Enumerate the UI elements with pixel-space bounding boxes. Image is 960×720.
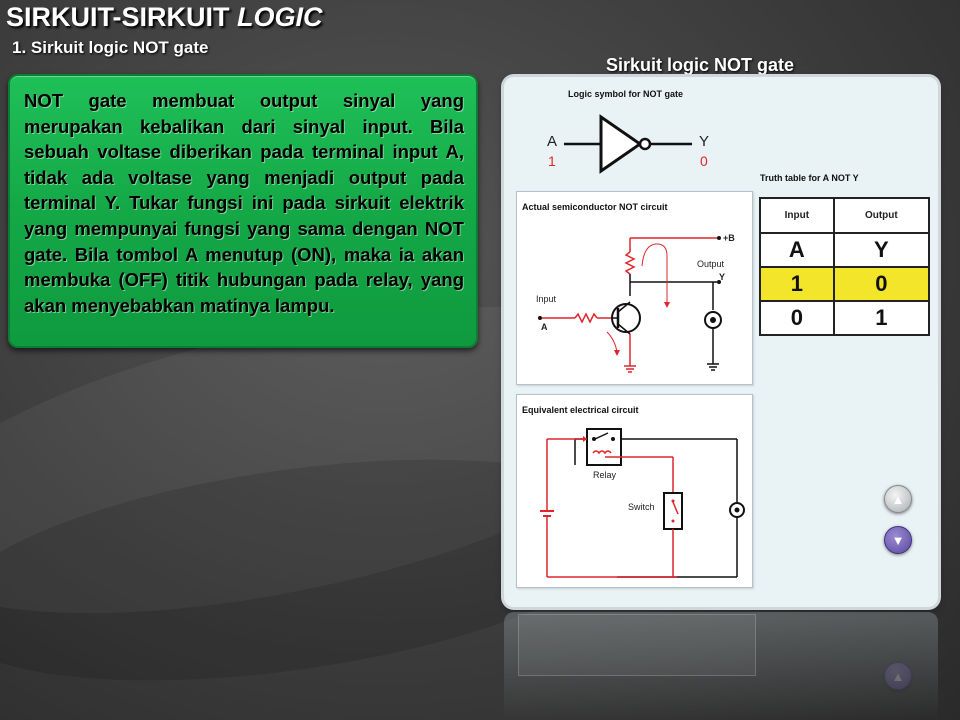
- logic-symbol-title: Logic symbol for NOT gate: [568, 89, 684, 99]
- slide-title-main: SIRKUIT-SIRKUIT: [6, 2, 238, 32]
- truth-table-title: Truth table for A NOT Y: [760, 173, 859, 183]
- switch-icon: [663, 492, 683, 530]
- slide-subtitle: 1. Sirkuit logic NOT gate: [12, 38, 209, 57]
- not-gate-bubble: [638, 137, 652, 151]
- description-box: NOT gate membuat output sinyal yang meru…: [8, 74, 478, 348]
- equivalent-title: Equivalent electrical circuit: [522, 405, 639, 415]
- output-text-label: Output: [697, 259, 725, 269]
- semiconductor-circuit-diagram: [538, 236, 722, 373]
- semiconductor-circuit-box: Actual semiconductor NOT circuit +B Outp…: [516, 191, 753, 385]
- reflection-ghost-box: [518, 614, 756, 676]
- truth-cell: 0: [759, 300, 835, 336]
- slide-title: SIRKUIT-SIRKUIT LOGIC: [6, 2, 323, 33]
- equivalent-circuit-box: Equivalent electrical circuit Relay Swit…: [516, 394, 753, 588]
- truth-row-highlighted: 1 0: [759, 266, 931, 302]
- panel-reflection: ▲: [504, 612, 938, 720]
- switch-label: Switch: [628, 502, 655, 512]
- not-gate-figure-panel: Logic symbol for NOT gate A 1 Y 0 Truth …: [504, 77, 938, 607]
- logic-output-value: 0: [700, 153, 708, 169]
- truth-cell: 0: [832, 266, 931, 302]
- input-text-label: Input: [536, 294, 557, 304]
- logic-symbol-diagram: [564, 114, 692, 174]
- truth-subheader-a: A: [759, 232, 835, 268]
- input-terminal-label: A: [541, 322, 548, 332]
- input-resistor-icon: [574, 312, 598, 324]
- output-terminal-label: Y: [719, 272, 726, 282]
- logic-output-label: Y: [699, 133, 710, 150]
- logic-input-value: 1: [548, 153, 556, 169]
- plus-b-label: +B: [723, 233, 735, 243]
- equivalent-circuit-diagram: [540, 428, 745, 578]
- truth-table: Input Output A Y 1 0 0 1: [759, 197, 931, 336]
- truth-row: 0 1: [759, 300, 931, 336]
- truth-header-output: Output: [832, 197, 931, 234]
- reflection-nav-button: ▲: [884, 662, 912, 690]
- slide-title-italic: LOGIC: [237, 2, 323, 32]
- panel-caption: Sirkuit logic NOT gate: [605, 55, 795, 75]
- logic-input-label: A: [547, 133, 558, 150]
- relay-label: Relay: [593, 470, 617, 480]
- chevron-down-icon[interactable]: ▼: [884, 526, 912, 554]
- not-gate-triangle: [599, 114, 643, 174]
- description-text: NOT gate membuat output sinyal yang meru…: [24, 90, 464, 316]
- truth-header-input: Input: [759, 197, 835, 234]
- semiconductor-title: Actual semiconductor NOT circuit: [522, 202, 668, 212]
- truth-subheader-y: Y: [832, 232, 931, 268]
- truth-cell: 1: [759, 266, 835, 302]
- chevron-up-icon[interactable]: ▲: [884, 485, 912, 513]
- truth-cell: 1: [832, 300, 931, 336]
- resistor-icon: [624, 251, 636, 275]
